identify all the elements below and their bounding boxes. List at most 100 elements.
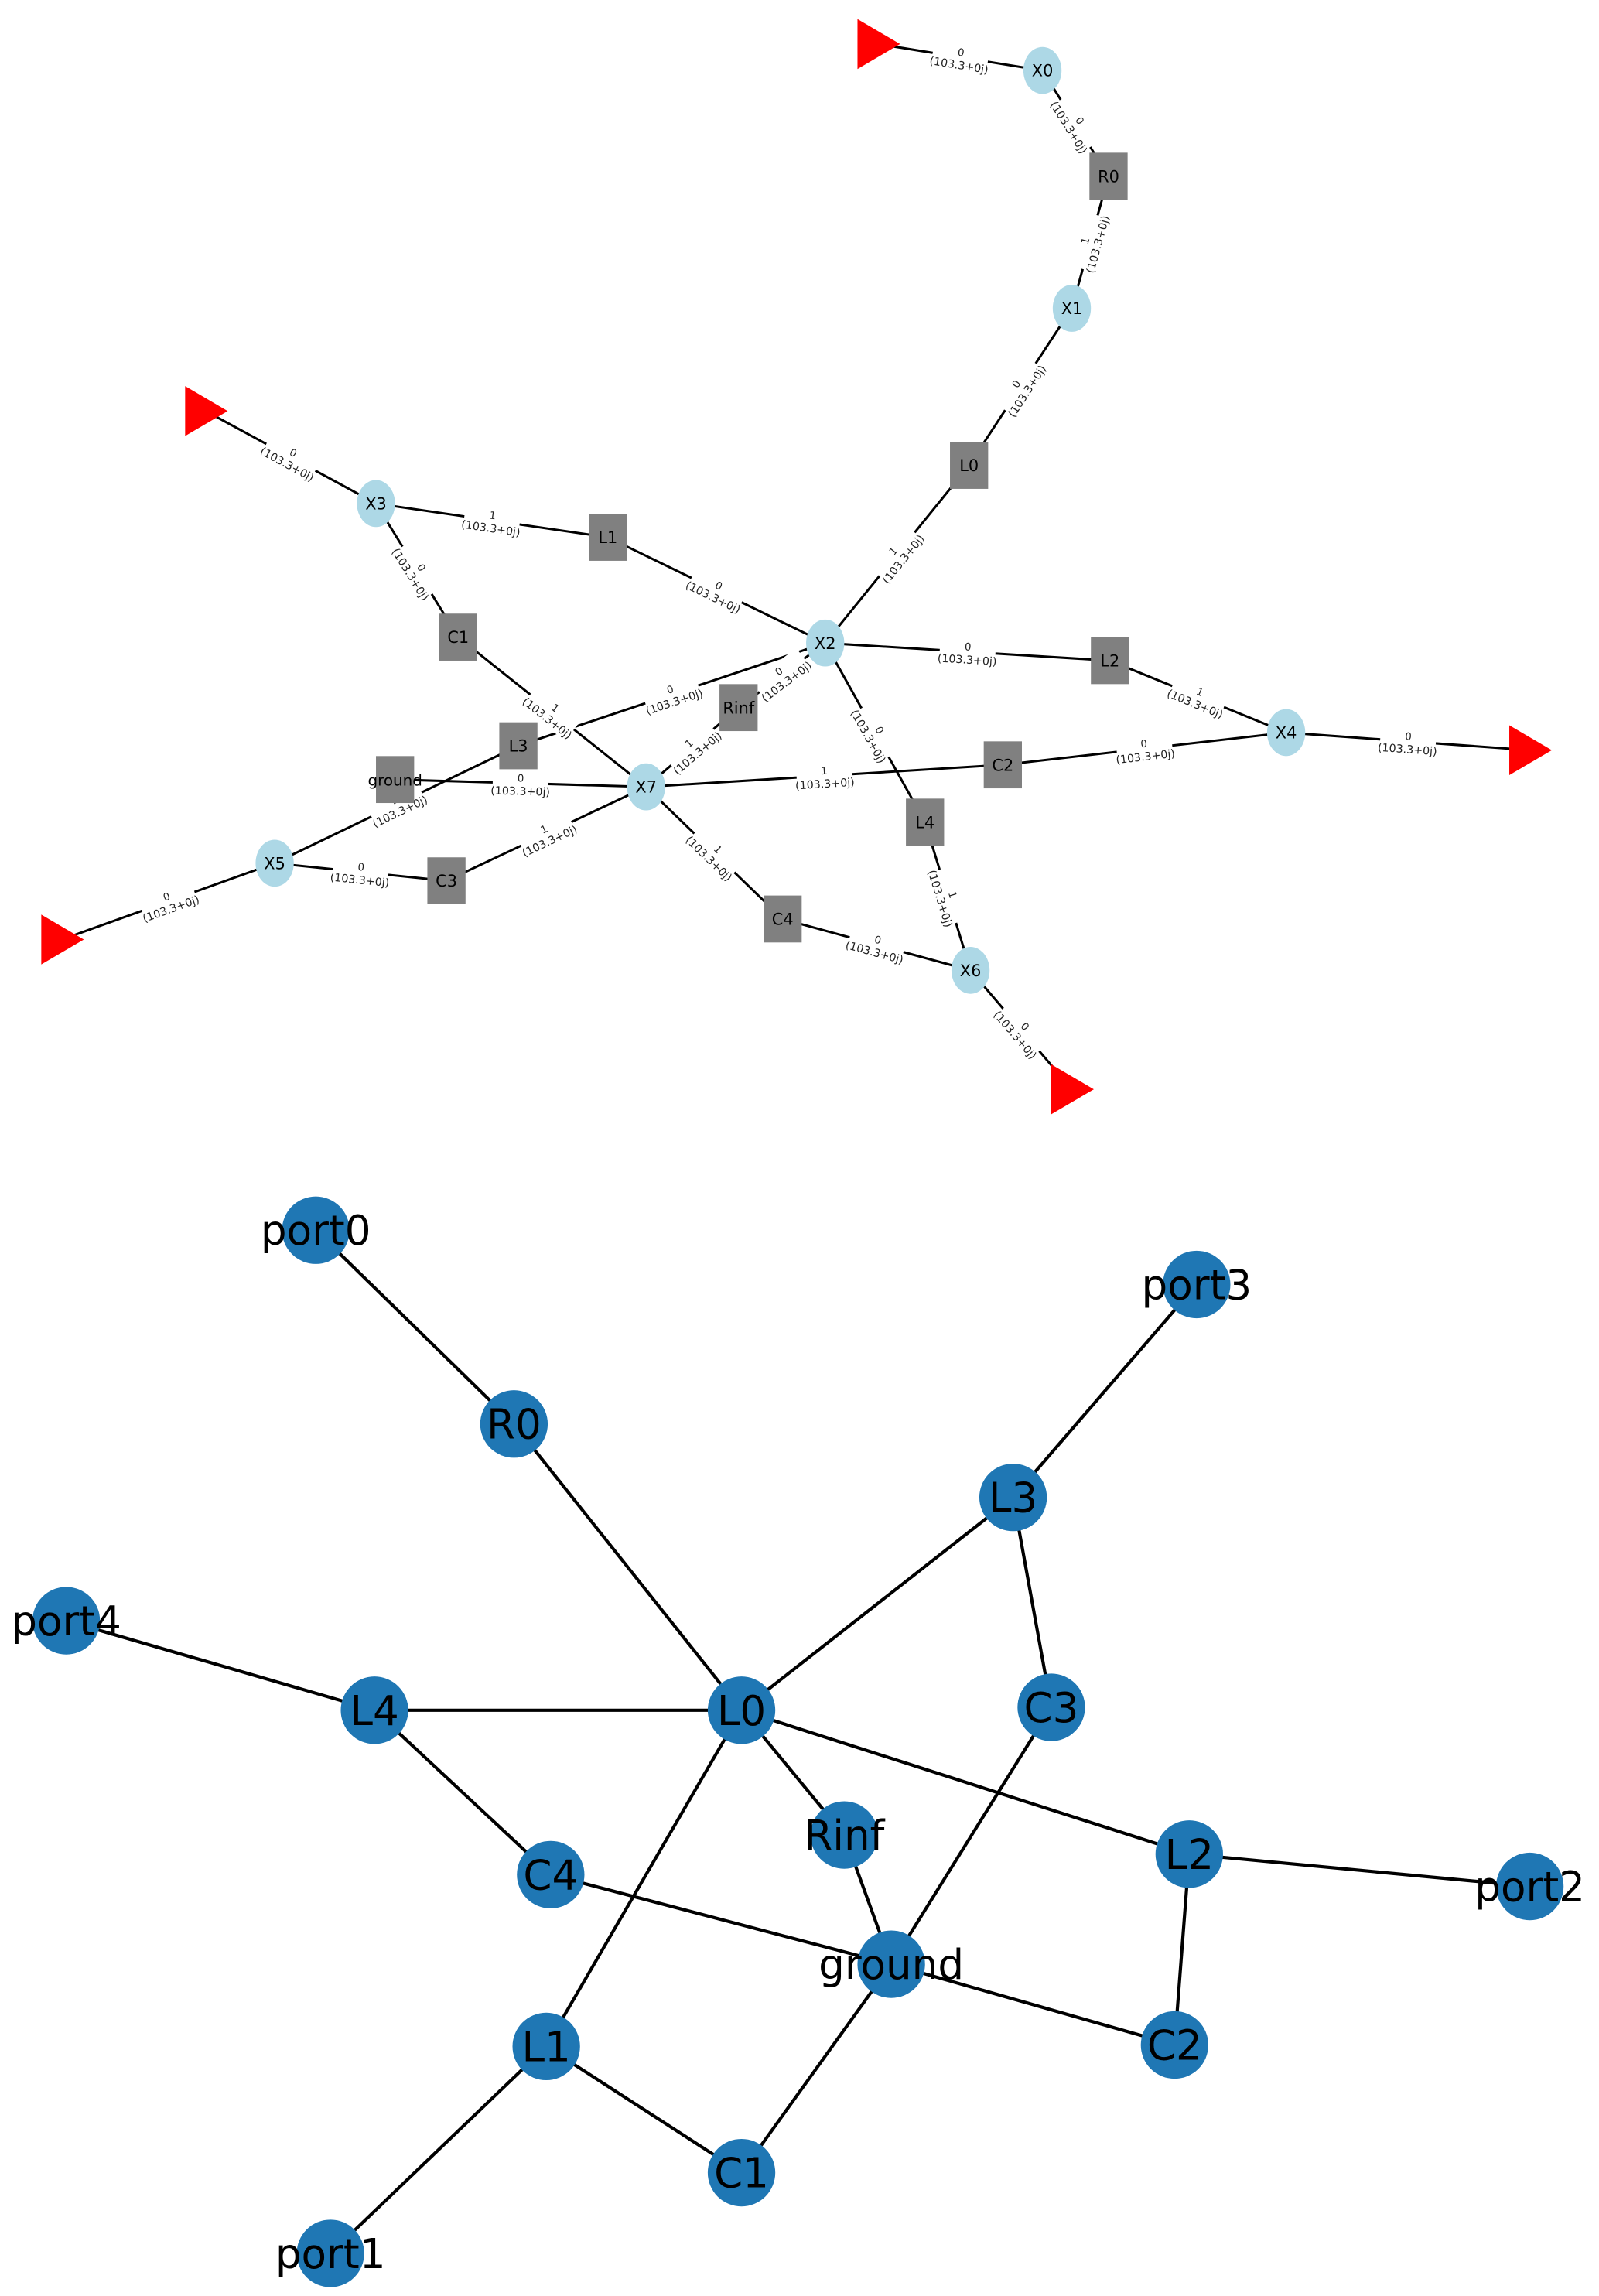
node-label: C4 [523,1851,578,1899]
edge-label: 0(103.3+0j) [994,356,1049,420]
port-triangle-P4 [1509,725,1553,775]
component-L0: L0 [950,442,989,489]
graph-node-ground: ground [818,1930,964,1998]
edge-port4-L4 [66,1619,375,1712]
edge-label: 0(103.3+0j) [389,539,443,603]
edge-L0-L1 [545,1709,743,2048]
edge-index: 1 [1080,237,1093,246]
node-label: ground [818,1941,964,1989]
edge-label: 1(103.3+0j) [925,866,969,929]
node-label: L2 [1165,1831,1214,1879]
edge-label: 0(103.3+0j) [928,39,990,77]
node-label: R0 [1098,167,1119,186]
component-L3: L3 [499,722,538,770]
graph-node-C3: C3 [1017,1673,1085,1741]
edge-index: 0 [162,891,172,904]
graph-node-L1: L1 [512,2012,580,2081]
edge-label: 0(103.3+0j) [137,879,201,925]
node-label: X1 [1061,299,1083,318]
node-label: port2 [1474,1864,1585,1912]
graph-node-port1: port1 [275,2219,386,2287]
edge-index: 0 [873,934,882,948]
edge-label: 0(103.3+0j) [258,432,322,484]
edge-label: 0(103.3+0j) [844,924,907,967]
circuit-node-X4: X4 [1266,709,1306,757]
edge-C4-ground [550,1873,892,1966]
port-triangle-P0 [857,19,900,70]
edge-L1-port1 [329,2045,548,2255]
graph-node-C2: C2 [1140,2011,1209,2079]
edge-index: 0 [964,641,971,653]
node-label: X4 [1276,724,1297,743]
edge-L0-L3 [740,1496,1014,1712]
edge-L4-C4 [373,1709,552,1876]
edge-ground-C2 [890,1963,1175,2047]
node-label: ground [367,771,422,789]
node-label: port1 [275,2230,386,2278]
edge-impedance: (103.3+0j) [1377,742,1437,758]
graph-node-port4: port4 [11,1587,121,1655]
node-label: L0 [717,1687,766,1735]
edge-label: 0(103.3+0j) [330,856,390,890]
node-label: L1 [521,2023,570,2071]
edge-label: 0(103.3+0j) [848,702,900,766]
edge-label: 0(103.3+0j) [641,672,705,718]
circuit-node-X5: X5 [255,839,294,887]
node-label: L3 [989,1474,1037,1522]
node-label: L3 [509,737,528,756]
node-label: C2 [992,756,1013,774]
nodes: port0port1port2port3port4R0L0L1L2L3L4C1C… [11,1196,1585,2287]
component-C4: C4 [764,895,802,943]
edge-label: 0(103.3+0j) [1047,92,1102,156]
node-label: X7 [635,778,657,797]
component-C1: C1 [439,613,477,661]
edge-label: 1(103.3+0j) [869,524,928,586]
graph-node-port3: port3 [1141,1250,1252,1319]
node-label: C2 [1147,2021,1202,2069]
node-label: C1 [447,628,469,647]
node-label: L2 [1100,652,1119,671]
port-triangle-P3 [185,386,228,436]
edge-L3-C3 [1011,1497,1054,1708]
graph-node-L4: L4 [340,1676,408,1744]
edge-label: 0(103.3+0j) [683,565,748,617]
edge-label: 0(103.3+0j) [751,647,815,705]
edge-impedance: (103.3+0j) [330,871,390,890]
edge-L3-port3 [1012,1283,1198,1499]
edge-index: 1 [821,766,828,777]
node-label: Rinf [723,699,755,717]
node-label: L0 [959,456,979,475]
node-label: X5 [264,854,285,873]
component-C2: C2 [983,741,1023,789]
node-label: port4 [11,1597,121,1645]
circuit-node-X7: X7 [627,763,665,811]
edge-index: 1 [488,510,497,522]
node-label: L4 [350,1687,398,1735]
edge-label: 1(103.3+0j) [795,760,856,793]
edge-port0-R0 [314,1228,515,1426]
component-C3: C3 [427,857,466,904]
component-graph-bottom: port0port1port2port3port4R0L0L1L2L3L4C1C… [11,1196,1585,2287]
edge-index: 0 [1140,739,1148,751]
edge-index: 1 [945,890,958,900]
edge-label: 0(103.3+0j) [937,637,997,668]
circuit-node-X1: X1 [1052,285,1092,332]
component-L2: L2 [1091,637,1129,685]
node-label: R0 [487,1401,542,1449]
edge-L0-L2 [740,1708,1190,1856]
circuit-node-X6: X6 [951,947,990,994]
edge-L2-port2 [1189,1852,1530,1888]
edge-label: 0(103.3+0j) [490,769,550,799]
component-R0: R0 [1089,152,1128,200]
edge-index: 0 [665,684,675,697]
node-label: C3 [436,872,457,890]
edge-impedance: (103.3+0j) [795,777,856,793]
component-L4: L4 [906,798,945,846]
graph-node-L3: L3 [979,1464,1047,1532]
node-label: C3 [1024,1684,1079,1732]
graph-node-Rinf: Rinf [804,1801,886,1869]
edge-index: 0 [957,47,965,60]
edge-label: 1(103.3+0j) [1165,674,1229,722]
port-triangle-P6 [1051,1064,1094,1115]
